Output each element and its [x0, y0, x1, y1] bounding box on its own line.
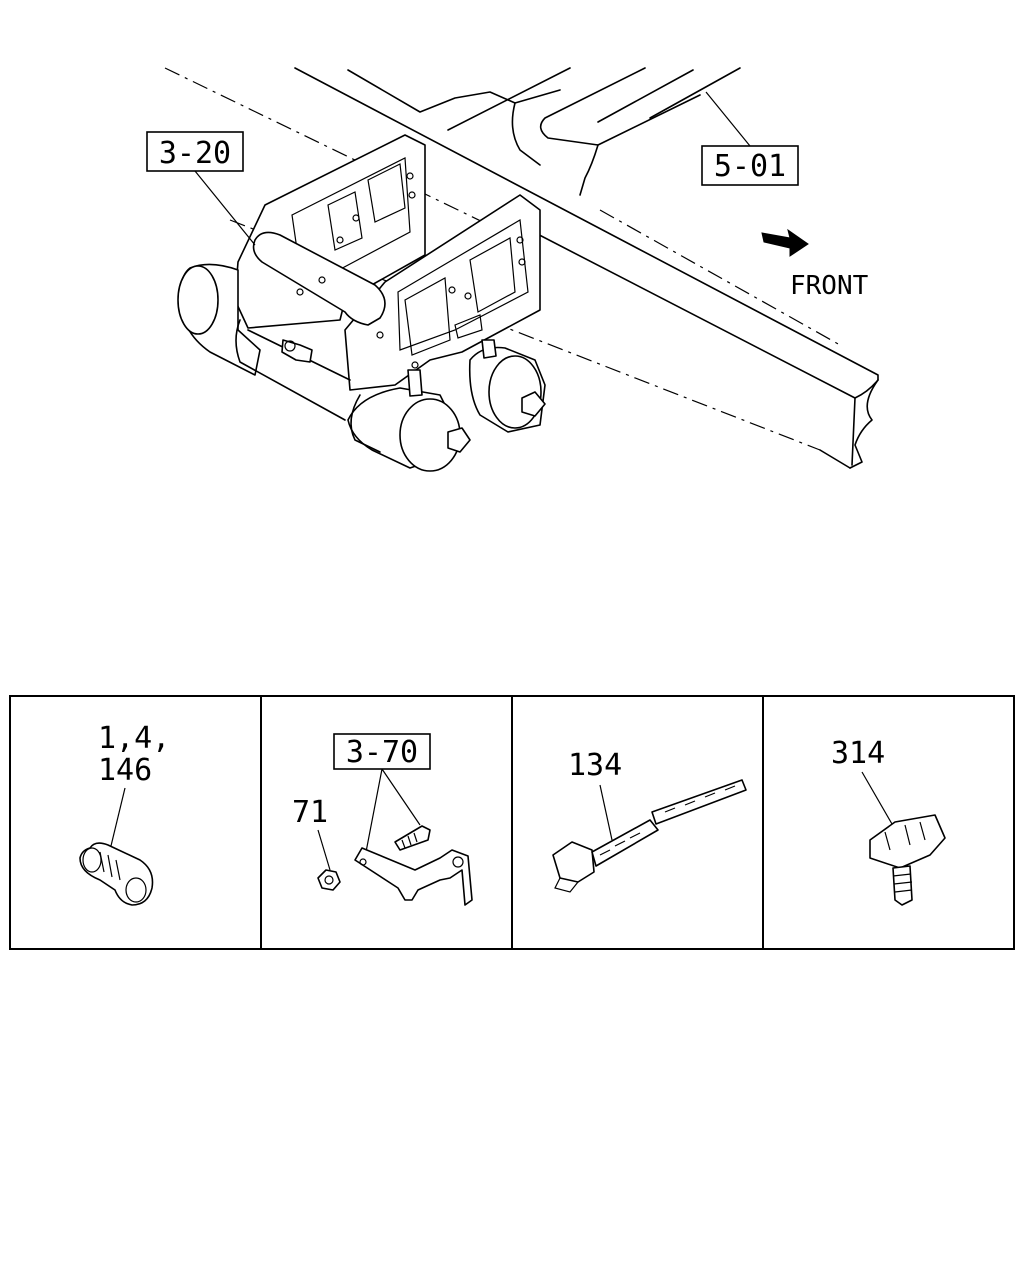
clip-part-icon	[79, 842, 154, 906]
callout-5-01-text: 5-01	[714, 149, 786, 184]
frame-assembly-drawing	[164, 67, 879, 472]
panel-2-label-71: 71	[292, 795, 328, 830]
panel-3-label-134: 134	[568, 748, 622, 783]
callout-3-20: 3-20	[146, 131, 256, 246]
front-arrow-icon	[761, 228, 809, 257]
panel-1-label-line1: 1,4,	[98, 721, 170, 756]
panel-1-label-line2: 146	[98, 753, 152, 788]
panel-clip-314: 314	[831, 736, 946, 906]
callout-3-20-text: 3-20	[159, 136, 231, 171]
callout-5-01: 5-01	[701, 91, 799, 186]
push-clip-part-icon	[869, 814, 946, 906]
panel-cable-tie-134: 134	[552, 748, 747, 893]
panel-bracket-3-70: 3-70 71	[292, 733, 473, 906]
parts-table	[9, 695, 1015, 950]
panel-clip-1-4-146: 1,4, 146	[79, 721, 170, 906]
front-arrow: FRONT	[761, 228, 869, 301]
front-label: FRONT	[790, 271, 869, 301]
callout-3-70-text: 3-70	[346, 735, 418, 770]
panel-4-label-314: 314	[831, 736, 885, 771]
bracket-part-icon	[317, 825, 473, 906]
cable-tie-part-icon	[552, 779, 747, 893]
